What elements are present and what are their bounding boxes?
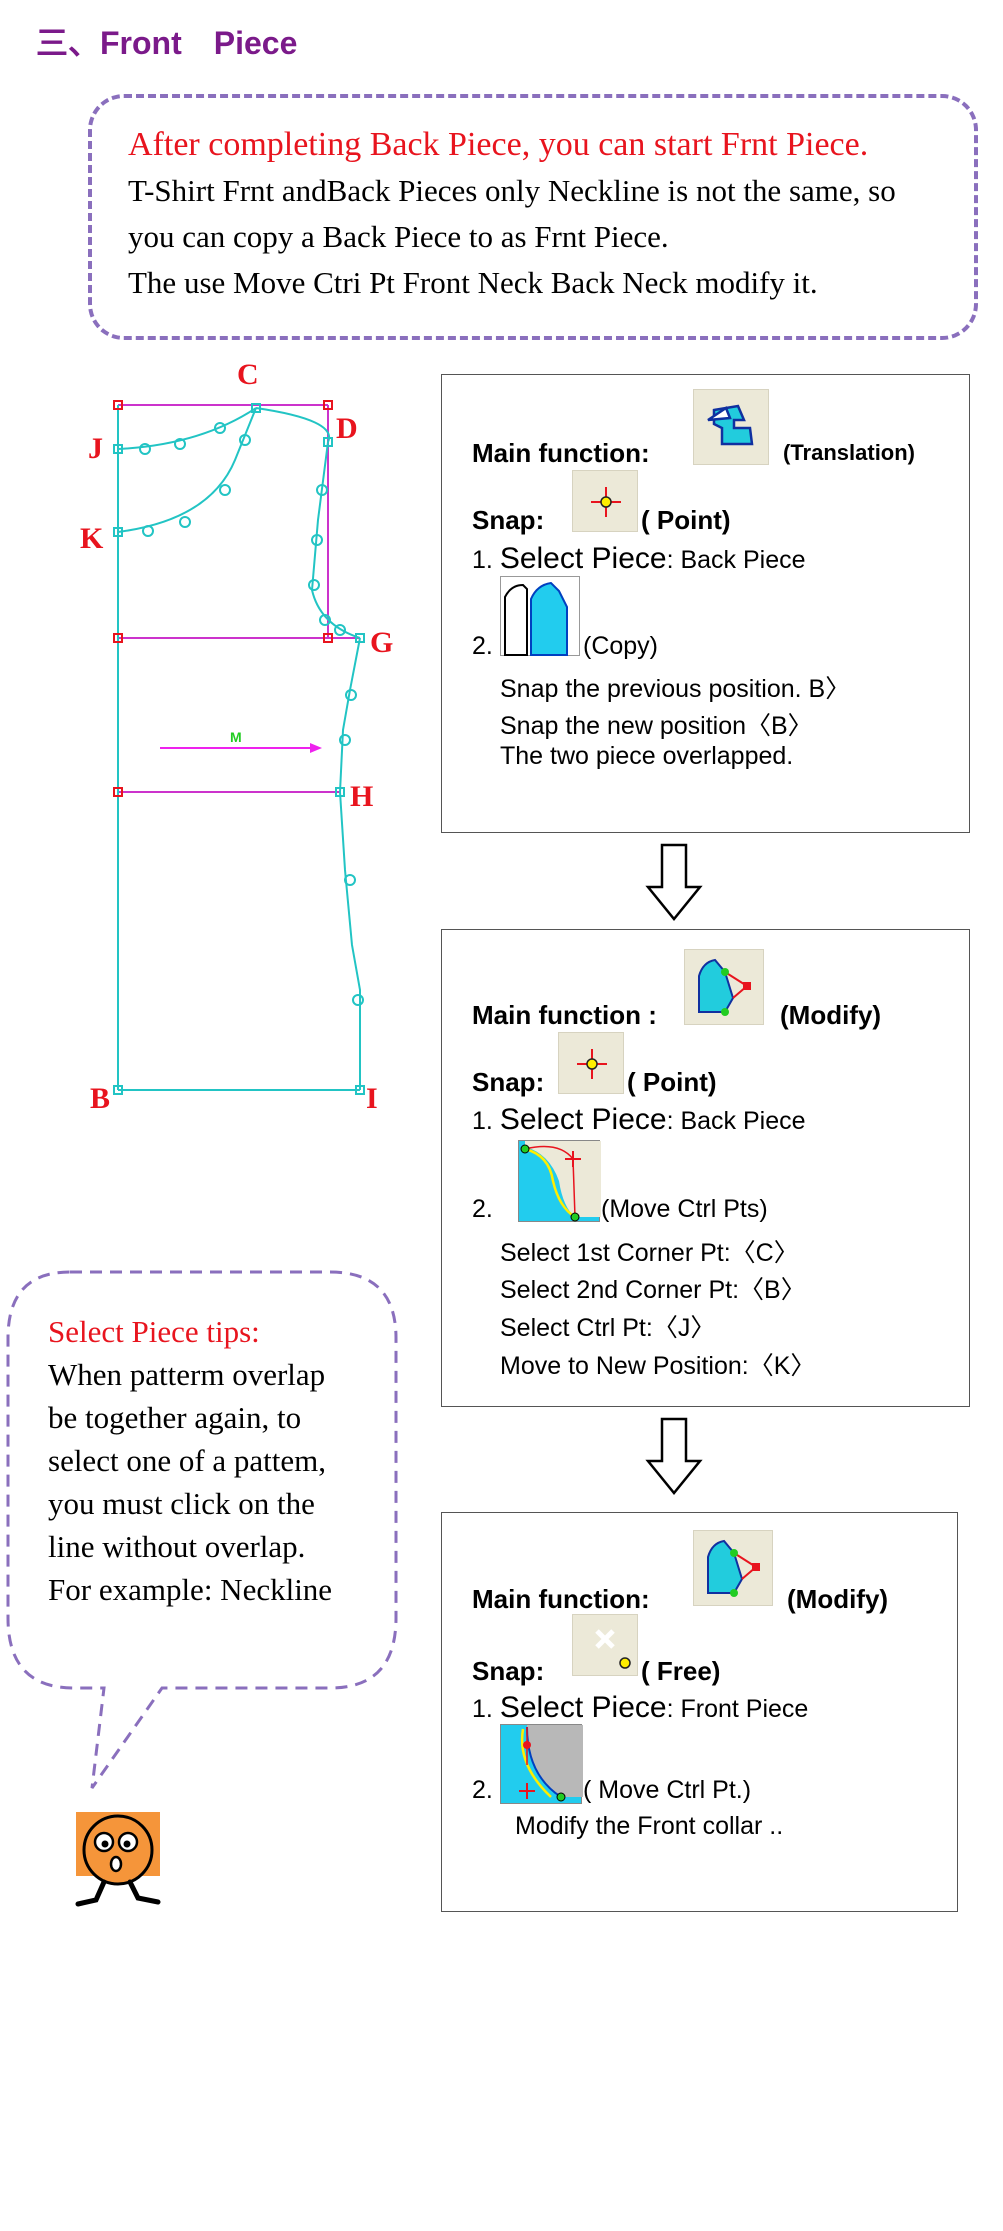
piece-points — [113, 403, 365, 1095]
tips-line: For example: Neckline — [48, 1572, 333, 1607]
tips-line: When patterm overlap — [48, 1357, 326, 1392]
select-piece-key: Select Piece — [499, 1103, 667, 1136]
point-label-c: C — [237, 358, 259, 391]
tips-line: line without overlap. — [48, 1529, 306, 1564]
copy-piece-icon[interactable] — [500, 576, 580, 656]
point-snap-icon[interactable] — [572, 470, 638, 532]
intro-text: After completing Back Piece, you can sta… — [128, 122, 968, 306]
step-2-sub-3: Select Ctrl Pt:〈J〉 — [500, 1314, 716, 1342]
translation-arrow: M — [160, 729, 322, 753]
step-3-item-2-num: 2. — [472, 1776, 493, 1804]
step-2-item-2-note: (Move Ctrl Pts) — [601, 1195, 768, 1223]
step-2-snap-note: ( Point) — [627, 1067, 717, 1097]
point-label-d: D — [336, 412, 358, 445]
step-2-main-note: (Modify) — [780, 1000, 882, 1030]
mascot-icon — [75, 1812, 161, 1907]
step-1-main-note: (Translation) — [783, 440, 916, 465]
step-1-main-label: Main function: — [472, 438, 650, 468]
step-2-item-1: 1. Select Piece: Back Piece — [472, 1103, 806, 1136]
step-3-main-note: (Modify) — [787, 1584, 889, 1614]
step-3-sub-1: Modify the Front collar .. — [515, 1812, 784, 1840]
tips-line: you must click on the — [48, 1486, 315, 1521]
intro-line-2: you can copy a Back Piece to as Frnt Pie… — [128, 219, 669, 254]
translation-icon[interactable] — [693, 389, 769, 465]
point-snap-icon[interactable] — [558, 1032, 624, 1094]
tips-speech-bubble — [6, 1270, 398, 1789]
tips-heading: Select Piece tips: — [48, 1314, 260, 1349]
step-2-item-2-num: 2. — [472, 1195, 493, 1223]
intro-heading: After completing Back Piece, you can sta… — [128, 126, 869, 163]
modify-icon[interactable] — [684, 949, 764, 1025]
control-points — [139, 422, 364, 1006]
step-1-snap-label: Snap: — [472, 505, 545, 535]
step-3-item-1: 1. Select Piece: Front Piece — [472, 1691, 809, 1724]
down-arrow-icon — [645, 1417, 703, 1495]
move-ctrl-pt-icon[interactable] — [500, 1724, 583, 1804]
step-1-snap-note: ( Point) — [641, 505, 731, 535]
point-label-g: G — [370, 626, 393, 659]
tips-text: Select Piece tips: When patterm overlap … — [48, 1310, 388, 1611]
step-2-main-label: Main function : — [472, 1000, 657, 1030]
down-arrow-icon — [645, 843, 703, 921]
step-2-sub-4: Move to New Position:〈K〉 — [500, 1352, 816, 1380]
tips-line: be together again, to — [48, 1400, 302, 1435]
step-1-item-2-note: (Copy) — [583, 632, 659, 660]
pattern-diagram: M C J D K G H B I — [80, 358, 393, 1110]
modify-icon[interactable] — [693, 1530, 773, 1606]
free-snap-icon[interactable] — [572, 1614, 638, 1676]
step-3-item-2-note: ( Move Ctrl Pt.) — [583, 1776, 752, 1804]
step-1-sub-3: The two piece overlapped. — [500, 742, 794, 770]
step-2-sub-1: Select 1st Corner Pt:〈C〉 — [500, 1239, 799, 1267]
step-2-snap-label: Snap: — [472, 1067, 545, 1097]
tips-line: select one of a pattem, — [48, 1443, 327, 1478]
point-label-h: H — [350, 780, 373, 813]
intro-callout — [88, 94, 978, 340]
point-label-k: K — [80, 522, 104, 555]
step-1-item-1: 1. Select Piece: Back Piece — [472, 542, 806, 575]
step-1-sub-1: Snap the previous position. B〉 — [500, 675, 851, 703]
step-1-sub-2: Snap the new position〈B〉 — [500, 712, 813, 740]
point-label-j: J — [88, 432, 103, 465]
step-3-snap-note: ( Free) — [641, 1656, 721, 1686]
step-2-sub-2: Select 2nd Corner Pt:〈B〉 — [500, 1276, 806, 1304]
intro-line-1: T-Shirt Frnt andBack Pieces only Necklin… — [128, 173, 896, 208]
svg-text:M: M — [230, 729, 242, 745]
point-label-b: B — [90, 1082, 110, 1110]
point-label-i: I — [366, 1082, 378, 1110]
step-3-snap-label: Snap: — [472, 1656, 545, 1686]
intro-line-3: The use Move Ctri Pt Front Neck Back Nec… — [128, 265, 818, 300]
page-title: 三、Front Piece — [36, 25, 298, 61]
step-3-main-label: Main function: — [472, 1584, 650, 1614]
move-ctrl-pts-icon[interactable] — [518, 1140, 601, 1222]
select-piece-key: Select Piece — [499, 1691, 667, 1724]
piece-outline — [117, 405, 361, 1091]
select-piece-key: Select Piece — [499, 542, 667, 575]
step-1-item-2-num: 2. — [472, 632, 493, 660]
corner-points — [113, 400, 333, 797]
